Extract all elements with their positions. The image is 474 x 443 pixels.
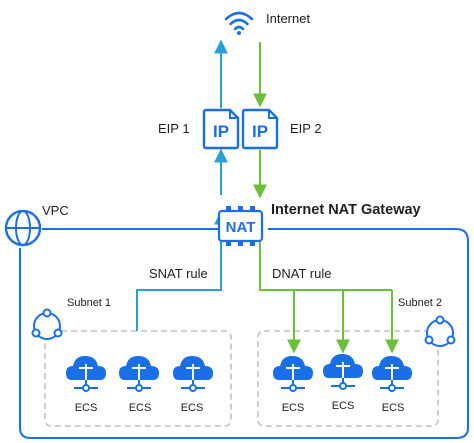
subnet-1-box bbox=[44, 330, 232, 427]
snat-rule-label: SNAT rule bbox=[149, 266, 208, 281]
wifi-icon bbox=[224, 11, 254, 35]
ecs-label: ECS bbox=[75, 402, 98, 414]
internet-label: Internet bbox=[266, 11, 310, 26]
ecs-label: ECS bbox=[332, 400, 355, 412]
eip-1-label: EIP 1 bbox=[158, 121, 190, 136]
ecs-icon bbox=[273, 356, 313, 392]
snat-path bbox=[136, 210, 228, 331]
subnet-1-label: Subnet 1 bbox=[67, 297, 111, 309]
ecs-icon bbox=[119, 356, 159, 392]
ecs-icon bbox=[173, 356, 213, 392]
nat-gateway-icon: NAT bbox=[217, 206, 264, 246]
eip-2-icon: IP bbox=[241, 108, 279, 150]
ecs-icon bbox=[372, 356, 412, 392]
dnat-path-trunk bbox=[259, 242, 392, 291]
ecs-label: ECS bbox=[382, 402, 405, 414]
nat-gateway-label: Internet NAT Gateway bbox=[271, 202, 421, 218]
ecs-label: ECS bbox=[181, 402, 204, 414]
eip-2-label: EIP 2 bbox=[290, 121, 322, 136]
vpc-boundary bbox=[19, 228, 469, 439]
eip-2-icon-text: IP bbox=[252, 122, 268, 141]
subnet-2-label: Subnet 2 bbox=[398, 297, 442, 309]
eip-1-icon-text: IP bbox=[213, 122, 229, 141]
subnet-2-icon bbox=[424, 315, 456, 347]
dnat-rule-label: DNAT rule bbox=[272, 266, 331, 281]
ecs-label: ECS bbox=[129, 402, 152, 414]
globe-icon bbox=[4, 209, 42, 247]
vpc-label: VPC bbox=[42, 203, 69, 218]
eip-1-icon: IP bbox=[202, 108, 240, 150]
ecs-label: ECS bbox=[282, 402, 305, 414]
subnet-2-box bbox=[257, 330, 439, 427]
subnet-1-icon bbox=[31, 308, 63, 340]
ecs-icon bbox=[323, 354, 363, 390]
ecs-icon bbox=[66, 356, 106, 392]
nat-icon-text: NAT bbox=[226, 219, 256, 236]
